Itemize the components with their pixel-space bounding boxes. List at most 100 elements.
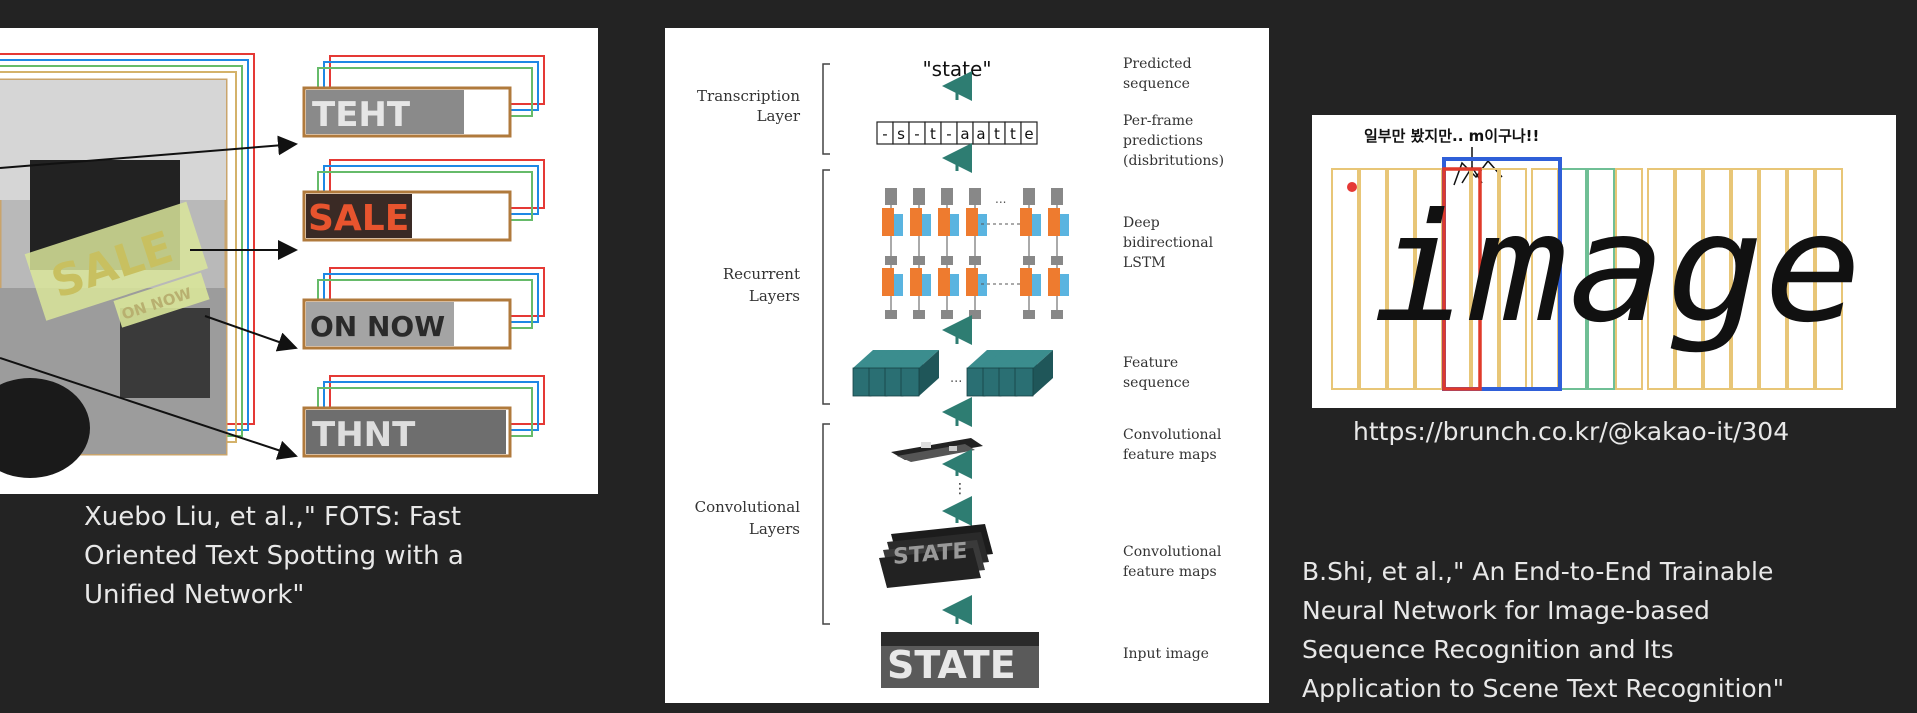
crnn-citation-line-1: B.Shi, et al.," An End-to-End Trainable xyxy=(1302,557,1774,586)
receptive-field-example-panel: 일부만 봤지만.. m이구나!! image xyxy=(1312,115,1896,408)
lstm-cell-backward xyxy=(922,274,931,296)
crop-text-4: THNT xyxy=(312,415,416,455)
frame-column xyxy=(1387,168,1415,390)
label-convolutional-layers: Convolutional Layers xyxy=(695,498,801,538)
lstm-cell-forward xyxy=(882,208,894,236)
frame-label: e xyxy=(1024,125,1033,143)
svg-text:Predicted: Predicted xyxy=(1123,56,1192,72)
svg-text:(disbritutions): (disbritutions) xyxy=(1123,153,1224,169)
fots-citation: Xuebo Liu, et al.," FOTS: Fast Oriented … xyxy=(84,498,604,615)
svg-text:Deep: Deep xyxy=(1123,215,1160,231)
svg-text:feature maps: feature maps xyxy=(1123,447,1217,463)
crnn-citation-line-2: Neural Network for Image-based xyxy=(1302,596,1710,625)
lstm-node xyxy=(913,256,925,265)
crnn-citation: B.Shi, et al.," An End-to-End Trainable … xyxy=(1302,552,1882,708)
lstm-input-node xyxy=(1023,310,1035,319)
label-per-frame-predictions: Per-frame predictions (disbritutions) xyxy=(1123,113,1224,169)
lstm-node xyxy=(1051,196,1063,205)
svg-text:Recurrent: Recurrent xyxy=(723,265,800,283)
input-image-word: STATE xyxy=(887,643,1016,687)
convolutional-bracket xyxy=(822,423,830,625)
label-predicted-sequence: Predicted sequence xyxy=(1123,56,1192,92)
lstm-node xyxy=(885,256,897,265)
fots-figure-panel: SALE ON NOW TEHT SALE xyxy=(0,28,598,494)
crnn-architecture-panel: Transcription Layer Recurrent Layers Con… xyxy=(665,28,1269,703)
transcription-bracket xyxy=(822,63,830,155)
crop-text-2: SALE xyxy=(308,198,409,239)
lstm-cell-forward xyxy=(966,208,978,236)
frame-label: - xyxy=(914,125,919,143)
feature-column xyxy=(1014,367,1034,397)
fots-citation-line-2: Oriented Text Spotting with a xyxy=(84,541,464,571)
svg-text:sequence: sequence xyxy=(1123,375,1190,391)
frame-columns xyxy=(1331,168,1843,390)
annotation-text: 일부만 봤지만.. m이구나!! xyxy=(1364,127,1539,145)
feature-column-top xyxy=(967,350,1005,368)
lstm-node xyxy=(941,196,953,205)
lstm-output-node xyxy=(885,188,897,197)
lstm-node xyxy=(969,196,981,205)
crop-group-3: ON NOW xyxy=(302,267,545,350)
input-image: STATE xyxy=(881,632,1039,688)
lstm-input-node xyxy=(913,310,925,319)
lstm-cell-backward xyxy=(978,214,987,236)
svg-text:Convolutional: Convolutional xyxy=(1123,427,1222,443)
label-deep-bidirectional-lstm: Deep bidirectional LSTM xyxy=(1123,215,1214,271)
feature-column-top xyxy=(901,350,939,368)
bidirectional-lstm xyxy=(882,188,1069,319)
lstm-cell-forward xyxy=(1048,208,1060,236)
lstm-output-node xyxy=(969,188,981,197)
lstm-node xyxy=(1023,256,1035,265)
svg-text:Layers: Layers xyxy=(749,287,800,305)
scene-photo: SALE ON NOW xyxy=(0,78,228,478)
current-frame-box xyxy=(1442,167,1482,391)
svg-text:Convolutional: Convolutional xyxy=(1123,544,1222,560)
lstm-output-node xyxy=(913,188,925,197)
lstm-input-node xyxy=(1051,310,1063,319)
lstm-cell-forward xyxy=(966,268,978,296)
feature-column-top xyxy=(999,350,1037,368)
feature-column xyxy=(982,367,1002,397)
lstm-cell-backward xyxy=(950,274,959,296)
lstm-cell-backward xyxy=(894,214,903,236)
feature-column xyxy=(998,367,1018,397)
lstm-cell-forward xyxy=(1020,208,1032,236)
crnn-citation-line-4: Application to Scene Text Recognition" xyxy=(1302,674,1785,703)
lstm-cell-backward xyxy=(894,274,903,296)
feature-column xyxy=(966,367,986,397)
svg-text:sequence: sequence xyxy=(1123,76,1190,92)
lstm-cell-backward xyxy=(1060,214,1069,236)
fots-citation-line-1: Xuebo Liu, et al.," FOTS: Fast xyxy=(84,502,462,532)
feature-column xyxy=(852,367,872,397)
marker-dot xyxy=(1347,182,1357,192)
feature-column-side xyxy=(1033,350,1053,396)
feature-column-top xyxy=(1015,350,1053,368)
recurrent-bracket xyxy=(822,169,830,405)
lstm-node xyxy=(885,196,897,205)
lstm-cell-backward xyxy=(950,214,959,236)
svg-text:Input image: Input image xyxy=(1123,646,1209,662)
feature-column-top xyxy=(983,350,1021,368)
lstm-cell-forward xyxy=(882,268,894,296)
frame-column xyxy=(1359,168,1387,390)
lstm-cell-backward xyxy=(1032,274,1041,296)
source-url[interactable]: https://brunch.co.kr/@kakao-it/304 xyxy=(1353,417,1790,446)
feature-sequence xyxy=(852,350,1053,397)
lstm-input-node xyxy=(885,310,897,319)
feature-ellipsis: ... xyxy=(950,371,962,386)
label-input-image: Input image xyxy=(1123,646,1209,662)
lstm-cell-forward xyxy=(910,208,922,236)
svg-text:LSTM: LSTM xyxy=(1123,255,1166,271)
frame-column xyxy=(1731,168,1759,390)
frame-column xyxy=(1675,168,1703,390)
conv-feature-map-stack: STATE xyxy=(879,524,993,588)
lstm-output-node xyxy=(941,188,953,197)
crop-group-2: SALE xyxy=(302,159,545,242)
frame-label: - xyxy=(882,125,887,143)
lstm-node xyxy=(1023,196,1035,205)
lstm-cell-forward xyxy=(1048,268,1060,296)
svg-text:predictions: predictions xyxy=(1123,133,1203,149)
lstm-cell-forward xyxy=(910,268,922,296)
predicted-sequence: "state" xyxy=(922,57,991,81)
